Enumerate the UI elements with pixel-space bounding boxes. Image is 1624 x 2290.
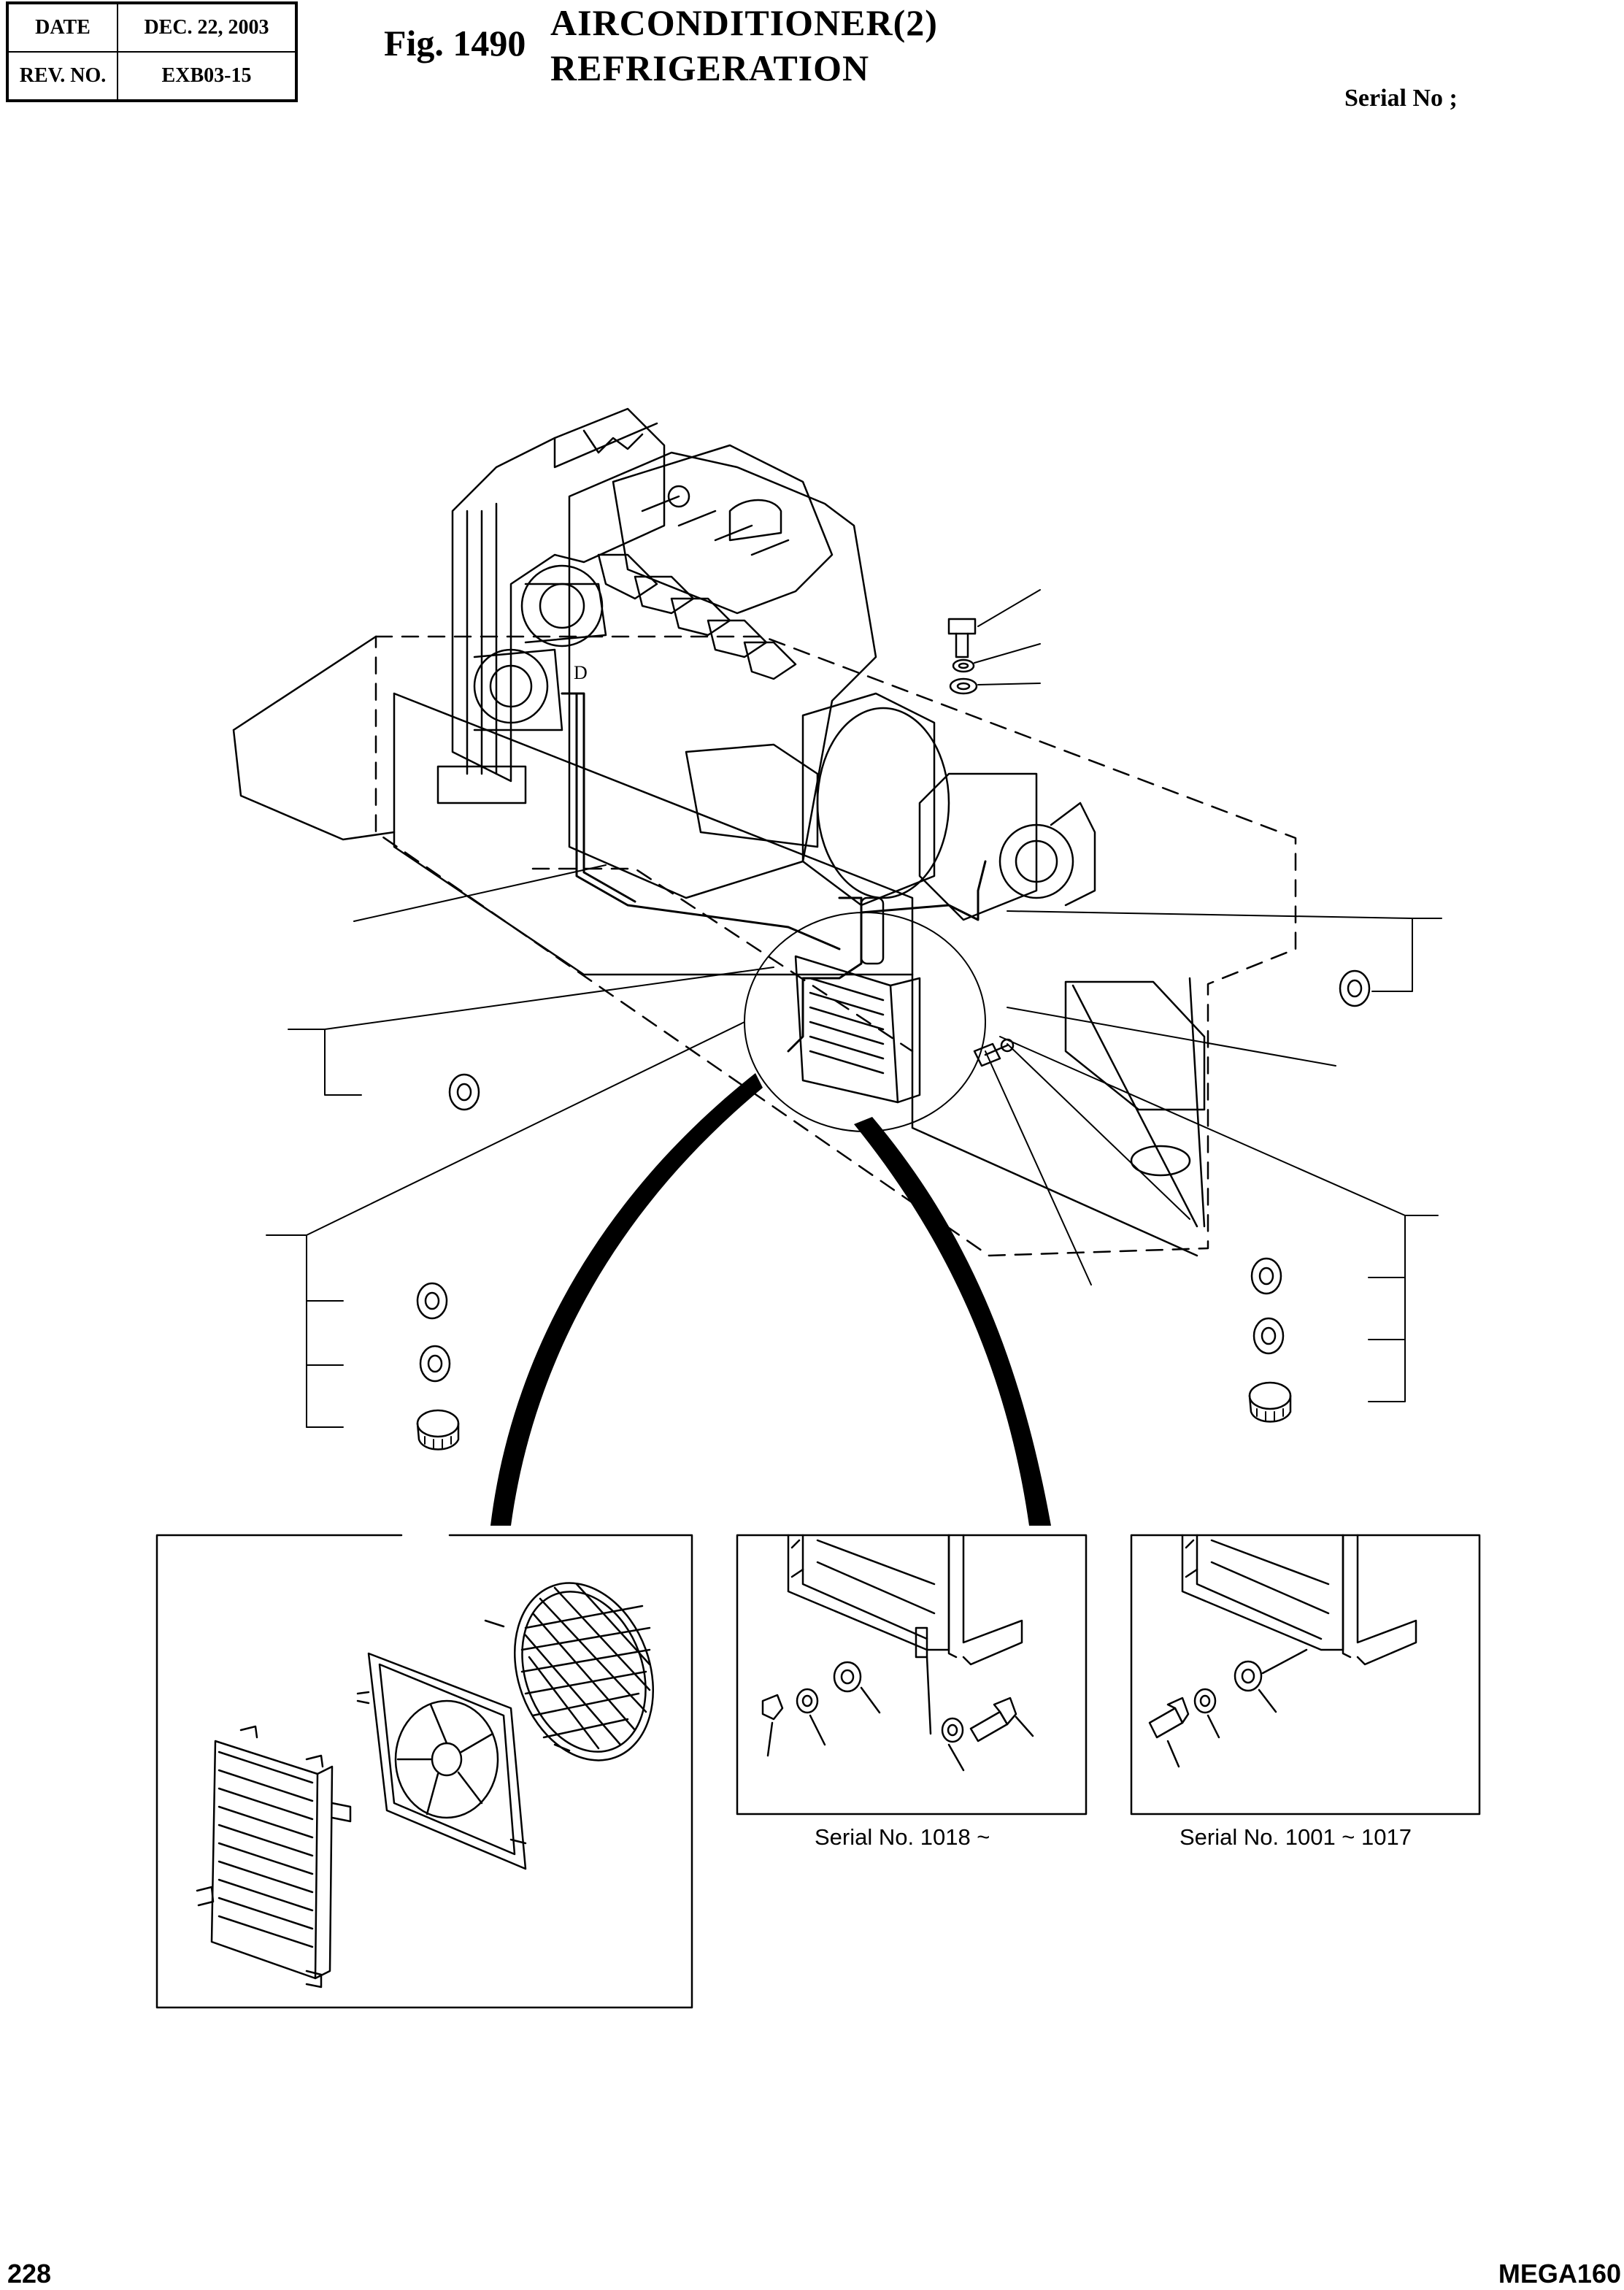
detail-box-serial-1018	[736, 1534, 1088, 1816]
date-label: DATE	[7, 2, 118, 53]
receiver-drier	[860, 896, 885, 965]
rev-value: EXB03-15	[117, 51, 297, 101]
cap-right	[1248, 1381, 1292, 1423]
washers-left	[416, 1073, 480, 1383]
refrigerant-hoses	[561, 692, 987, 1053]
bolt-and-nut-mid	[973, 1038, 1015, 1067]
model-name: MEGA160	[1498, 2259, 1621, 2289]
caption-serial-1001: Serial No. 1001 ~ 1017	[1179, 1824, 1412, 1850]
condenser-assembly	[794, 955, 921, 1104]
rev-label: REV. NO.	[7, 51, 118, 101]
washers-right	[1250, 969, 1371, 1355]
radiator	[436, 407, 666, 804]
detail-box-serial-1001	[1130, 1534, 1481, 1816]
detail-box-fan	[155, 1534, 693, 2009]
page-number: 228	[7, 2259, 52, 2289]
figure-title-line2: REFRIGERATION	[550, 47, 870, 88]
date-value: DEC. 22, 2003	[117, 2, 297, 53]
alternator-compressor	[473, 564, 607, 731]
pump-assembly	[685, 692, 1096, 921]
detail-circle	[744, 912, 986, 1132]
figure-title-line1: AIRCONDITIONER(2)	[550, 2, 938, 43]
callout-letter-d: D	[574, 662, 588, 683]
detail-sweeps	[490, 1073, 1051, 1526]
cap-left	[416, 1409, 460, 1451]
serial-label: Serial No ;	[1344, 85, 1458, 112]
revision-table: DATE DEC. 22, 2003 REV. NO. EXB03-15	[6, 1, 298, 102]
caption-serial-1018: Serial No. 1018 ~	[815, 1824, 990, 1850]
figure-number: Fig. 1490	[384, 23, 526, 64]
engine-block	[568, 444, 877, 899]
bolt-stack-top	[947, 618, 978, 695]
chassis-frame	[232, 635, 1297, 1257]
leader-lines	[266, 589, 1442, 1428]
